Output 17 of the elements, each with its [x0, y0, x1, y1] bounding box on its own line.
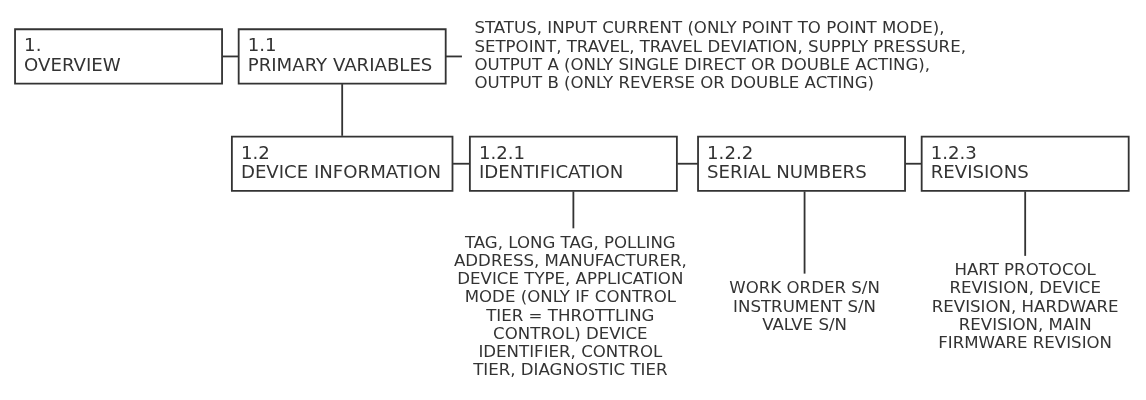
connector	[1024, 190, 1027, 257]
connector	[904, 162, 923, 165]
node-box: 1.2 DEVICE INFORMATION	[230, 135, 454, 192]
node-box: 1.2.3 REVISIONS	[920, 135, 1130, 192]
node-text: STATUS, INPUT CURRENT (ONLY POINT TO POINT MODE), SETPOINT, TRAVEL, TRAVEL DEVIATION, SUPPLY PRESSURE, OUTPUT A (ONLY SINGLE DIRECT OR DOUBLE ACTING), OUTPUT B (ONLY REVERSE OR DOUBLE ACTING)	[474, 18, 966, 92]
node-box: 1.2.1 IDENTIFICATION	[468, 135, 678, 192]
node-box: 1.2.2 SERIAL NUMBERS	[697, 135, 906, 192]
connector	[572, 190, 575, 230]
connector	[341, 83, 344, 137]
node-text: WORK ORDER S/N INSTRUMENT S/N VALVE S/N	[729, 278, 880, 334]
connector	[803, 190, 806, 275]
node-box: 1.1 PRIMARY VARIABLES	[237, 28, 447, 85]
node-text: TAG, LONG TAG, POLLING ADDRESS, MANUFACTURER, DEVICE TYPE, APPLICATION MODE (ONLY IF CONTROL TIER = THROTTLING CONTROL) DEVICE IDENTIFIER, CONTROL TIER, DIAGNOSTIC TIER	[453, 233, 687, 379]
node-box: 1. OVERVIEW	[14, 28, 223, 85]
connector	[452, 162, 471, 165]
node-text: HART PROTOCOL REVISION, DEVICE REVISION, HARDWARE REVISION, MAIN FIRMWARE REVISION	[931, 260, 1119, 352]
connector	[676, 162, 699, 165]
